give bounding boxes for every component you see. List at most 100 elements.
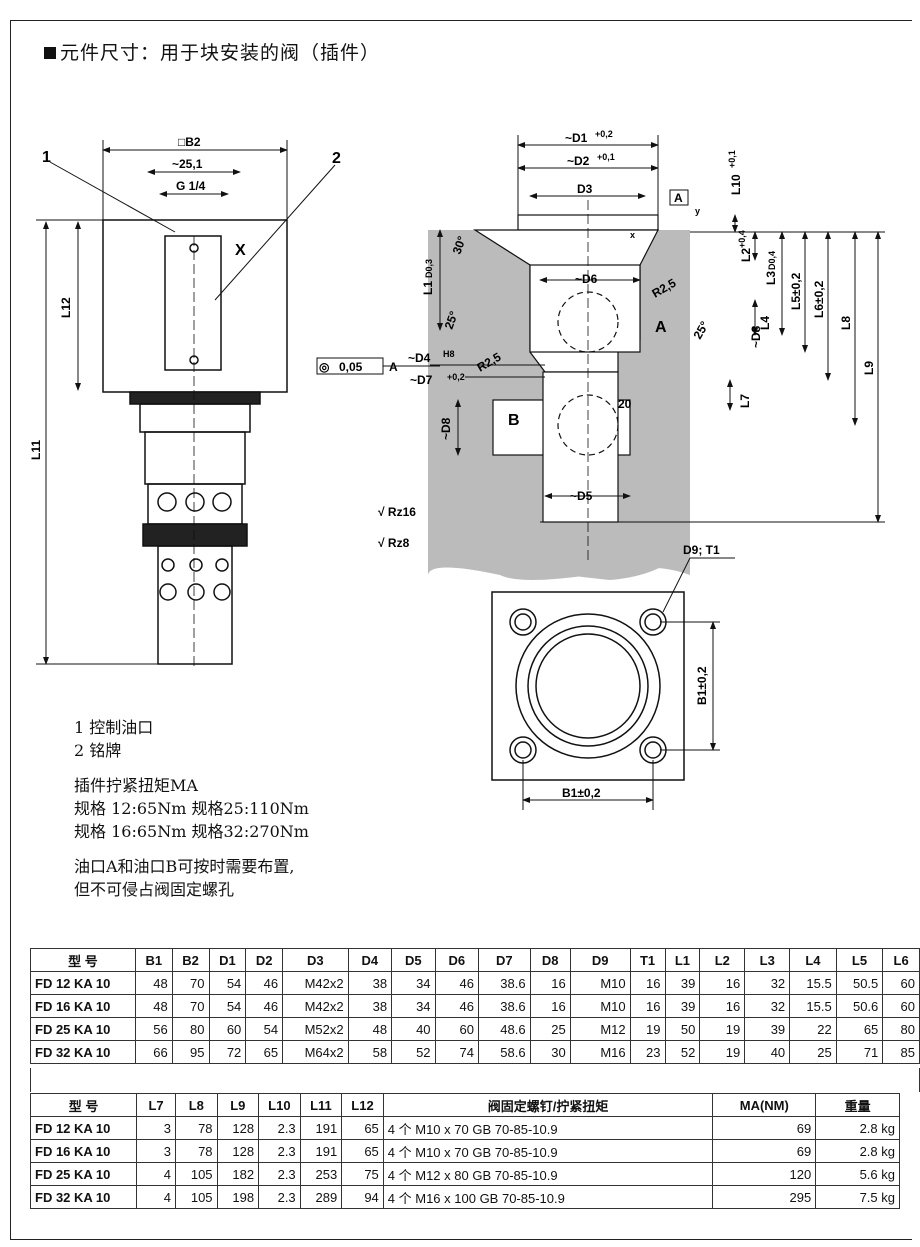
note-control-port: 1 控制油口	[74, 718, 154, 737]
column-header: B1	[134, 948, 173, 972]
roughness-rz16: √ Rz16	[378, 505, 416, 519]
dimension-drawing: □B2 ~25,1 G 1/4 X L12 L11 1 2	[29, 129, 885, 810]
table-cell: 3	[136, 1116, 177, 1140]
notes-block: 1 控制油口 2 铭牌 插件拧紧扭矩MA 规格 12:65Nm 规格25:110…	[74, 716, 309, 901]
table-cell: 2.3	[258, 1185, 301, 1209]
callout-2: 2	[332, 150, 341, 167]
table-cell: 22	[789, 1017, 837, 1041]
column-header: D2	[245, 948, 284, 972]
model-cell: FD 12 KA 10	[29, 1116, 138, 1140]
datum-a-box	[669, 189, 689, 206]
column-header: 型 号	[30, 948, 136, 972]
table-cell: 120	[712, 1162, 817, 1186]
column-header: D3	[282, 948, 349, 972]
title-text: 元件尺寸：用于块安装的阀（插件）	[60, 42, 381, 64]
table-cell: 70	[171, 994, 210, 1018]
table-cell: 52	[664, 1040, 701, 1064]
table-cell: 23	[629, 1040, 666, 1064]
column-header: L10	[258, 1093, 301, 1117]
table-cell: 69	[712, 1116, 817, 1140]
table-cell: 2.3	[258, 1139, 301, 1163]
column-header: L4	[789, 948, 837, 972]
model-cell: FD 16 KA 10	[30, 994, 136, 1018]
table-cell: 48	[134, 994, 173, 1018]
table-cell: 105	[175, 1185, 218, 1209]
table-cell: M10	[569, 971, 631, 995]
table-cell: 50	[664, 1017, 701, 1041]
label-d2-tol: +0,1	[597, 152, 615, 162]
note-ports-line1: 油口A和油口B可按时需要布置,	[74, 857, 295, 876]
table-cell: 94	[341, 1185, 384, 1209]
table-cell: 56	[134, 1017, 173, 1041]
label-d8-right: ~D8	[749, 325, 763, 348]
roughness-y-mark: y	[695, 206, 700, 216]
table-cell: 65	[341, 1116, 384, 1140]
label-d6: ~D6	[575, 272, 598, 286]
table-cell: 16	[629, 971, 666, 995]
table-cell: 46	[434, 994, 480, 1018]
table-spacer	[30, 1068, 920, 1092]
label-l5: L5±0,2	[789, 272, 803, 310]
label-l3-sub: D0,4	[767, 251, 777, 270]
table-cell: 4	[136, 1185, 177, 1209]
column-header: D6	[434, 948, 480, 972]
table-cell: 19	[629, 1017, 666, 1041]
table-cell: 182	[216, 1162, 260, 1186]
table-cell: 253	[299, 1162, 343, 1186]
page-frame	[10, 20, 912, 1240]
label-d4: ~D4	[408, 351, 431, 365]
table-cell: 16	[529, 994, 571, 1018]
note-torque-line1: 规格 12:65Nm 规格25:110Nm	[74, 799, 309, 818]
table-cell: 85	[882, 1040, 920, 1064]
table-cell: 16	[699, 994, 746, 1018]
table-cell: M16	[569, 1040, 631, 1064]
label-x: X	[235, 242, 246, 259]
label-d2: ~D2	[567, 154, 590, 168]
table-cell: 3	[136, 1139, 177, 1163]
table-cell: M42x2	[282, 971, 349, 995]
column-header: L1	[664, 948, 701, 972]
label-30-deg: 30°	[450, 234, 469, 256]
table-cell: 19	[699, 1017, 746, 1041]
note-ports-line2: 但不可侵占阀固定螺孔	[74, 880, 235, 899]
table-cell: 34	[391, 971, 436, 995]
table-cell: 295	[712, 1185, 817, 1209]
table-cell: 2.8 kg	[815, 1116, 900, 1140]
label-25-1: ~25,1	[172, 157, 203, 171]
column-header: L8	[175, 1093, 218, 1117]
table-cell: 38.6	[478, 994, 531, 1018]
label-d1-tol: +0,2	[595, 129, 613, 139]
label-l11: L11	[29, 440, 43, 460]
table-cell: 39	[664, 994, 701, 1018]
table-cell: 70	[171, 971, 210, 995]
label-d8-left: ~D8	[439, 417, 453, 440]
label-l7: L7	[738, 394, 752, 408]
cavity-section-view	[428, 200, 690, 580]
model-cell: FD 12 KA 10	[30, 971, 136, 995]
table-cell: 4 个 M10 x 70 GB 70-85-10.9	[382, 1139, 714, 1163]
table-cell: 34	[391, 994, 436, 1018]
model-cell: FD 32 KA 10	[29, 1185, 138, 1209]
label-l1: L1	[421, 281, 435, 295]
table-cell: 50.6	[835, 994, 884, 1018]
label-l1-sub: D0,3	[424, 259, 434, 278]
column-header: L6	[882, 948, 920, 972]
label-b1-horizontal: B1±0,2	[562, 786, 601, 800]
column-header: L12	[341, 1093, 384, 1117]
concentricity-icon: ◎	[319, 360, 330, 374]
table-cell: 4	[136, 1162, 177, 1186]
table-cell: 128	[216, 1139, 260, 1163]
table-cell: 50.5	[835, 971, 884, 995]
table-cell: 39	[744, 1017, 791, 1041]
table-cell: M52x2	[282, 1017, 349, 1041]
table-cell: 72	[208, 1040, 247, 1064]
page-title: 元件尺寸：用于块安装的阀（插件）	[44, 38, 380, 65]
label-l12: L12	[59, 297, 73, 318]
table-cell: 54	[245, 1017, 284, 1041]
